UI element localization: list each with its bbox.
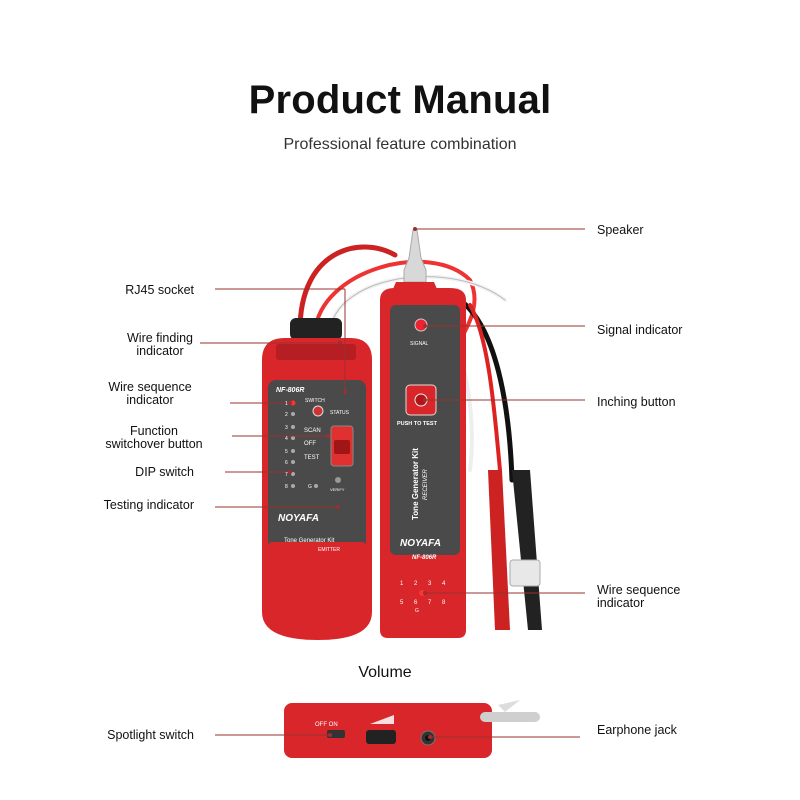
receiver-pin-label: 3: [428, 581, 432, 587]
bottom-unit: [284, 700, 540, 758]
transmitter-verify-label: VERIFY: [330, 487, 345, 492]
callout-wire-finding-line2: indicator: [136, 344, 184, 358]
transmitter-brand: NOYAFA: [278, 513, 319, 524]
callout-function-line2: switchover button: [105, 437, 203, 451]
receiver-pin-label: 5: [400, 600, 404, 606]
page-title: Product Manual: [248, 78, 552, 122]
transmitter-pin-label: 5: [285, 449, 288, 455]
receiver-push-label: PUSH TO TEST: [397, 421, 438, 427]
callout-inching-button: Inching button: [597, 395, 676, 409]
cable-sleeve: [290, 318, 342, 340]
callout-wire-finding-indicator: Wire finding indicator: [100, 332, 220, 358]
receiver-kit-label: Tone Generator Kit: [411, 448, 420, 520]
transmitter-pin-label: 4: [285, 436, 288, 442]
transmitter-pin-label: 1: [285, 401, 288, 407]
receiver-ground-label: G: [415, 608, 419, 614]
callout-spotlight-switch: Spotlight switch: [107, 728, 194, 742]
callout-function-switchover-button: Function switchover button: [84, 425, 224, 451]
page-subtitle: Professional feature combination: [283, 136, 517, 153]
transmitter-pin-label: 7: [285, 472, 288, 478]
verify-led: [335, 477, 341, 483]
receiver-model: NF-806R: [412, 555, 437, 561]
transmitter-pin-label: 6: [285, 460, 288, 466]
transmitter-pin-label: 8: [285, 484, 288, 490]
callout-lines: [200, 228, 585, 738]
transmitter-test-label: TEST: [304, 455, 320, 461]
receiver-pin-label: 7: [428, 600, 432, 606]
receiver-pin-label: 4: [442, 581, 446, 587]
transmitter-emitter-label: EMITTER: [318, 547, 340, 553]
rj11-plug: [509, 559, 541, 587]
status-led: [312, 405, 324, 417]
alligator-clips: [488, 470, 542, 630]
receiver-pin-label: 8: [442, 600, 446, 606]
volume-wheel: [366, 730, 396, 744]
receiver-pin-label: 2: [414, 581, 418, 587]
test-wires: [297, 244, 515, 483]
transmitter-pin-label: 2: [285, 412, 288, 418]
callout-wire-sequence-left-line1: Wire sequence: [108, 380, 192, 394]
callout-dip-switch: DIP switch: [135, 465, 194, 479]
callout-wire-sequence-right-line2: indicator: [597, 596, 645, 610]
transmitter-scan-label: SCAN: [304, 428, 321, 434]
callout-wire-finding-line1: Wire finding: [127, 331, 193, 345]
callout-earphone-jack: Earphone jack: [597, 723, 677, 737]
callout-volume: Volume: [358, 664, 412, 681]
callout-wire-sequence-right-line1: Wire sequence: [597, 583, 681, 597]
transmitter-pin-label: 3: [285, 425, 288, 431]
receiver-brand: NOYAFA: [400, 538, 441, 549]
callout-rj45-socket: RJ45 socket: [125, 283, 194, 297]
transmitter-model: NF-806R: [276, 387, 304, 394]
receiver-receiver-label: RECEIVER: [423, 469, 429, 500]
callout-signal-indicator: Signal indicator: [597, 323, 683, 337]
callout-wire-sequence-left-line2: indicator: [126, 393, 174, 407]
receiver-pin-label: 1: [400, 581, 404, 587]
receiver-unit: [380, 229, 466, 638]
callout-testing-indicator: Testing indicator: [103, 498, 194, 512]
callout-wire-sequence-indicator-left: Wire sequence indicator: [90, 381, 210, 407]
receiver-pin-label: 6: [414, 600, 418, 606]
signal-led: [414, 318, 428, 332]
transmitter-unit: [262, 338, 372, 640]
callout-speaker: Speaker: [597, 223, 644, 237]
callout-function-line1: Function: [130, 424, 178, 438]
callout-wire-sequence-indicator-right: Wire sequence indicator: [597, 584, 680, 610]
transmitter-switch-label: SWITCH: [305, 398, 325, 404]
transmitter-kit-label: Tone Generator Kit: [284, 538, 335, 544]
receiver-signal-label: SIGNAL: [410, 341, 429, 347]
bottom-off-on-label: OFF ON: [315, 722, 338, 728]
transmitter-status-label: STATUS: [330, 410, 350, 416]
transmitter-off-label: OFF: [304, 441, 316, 447]
transmitter-pin-label: G: [308, 484, 312, 490]
